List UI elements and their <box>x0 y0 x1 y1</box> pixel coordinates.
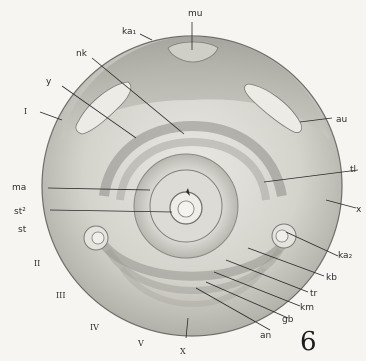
label-y: y <box>46 77 52 87</box>
label-tl: tl <box>350 165 356 175</box>
label-ii: II <box>34 259 40 268</box>
label-x-right: x <box>356 205 362 215</box>
label-ma: ma <box>12 183 26 193</box>
label-iv: IV <box>90 323 99 332</box>
label-ka1: ka₁ <box>122 27 137 37</box>
label-ka2: ka₂ <box>338 251 353 261</box>
label-km: km <box>300 303 314 313</box>
label-x-bottom: X <box>180 347 186 356</box>
label-mu: mu <box>188 9 202 19</box>
label-v: V <box>137 339 144 348</box>
label-kb: kb <box>326 273 337 283</box>
label-nk: nk <box>76 49 88 59</box>
label-au: au <box>336 115 347 125</box>
label-iii: III <box>56 291 65 300</box>
label-tr: tr <box>310 289 318 299</box>
figure-number: 6 <box>300 327 317 357</box>
label-gb: gb <box>282 315 294 325</box>
label-an: an <box>260 331 271 341</box>
label-st: st <box>18 225 27 235</box>
label-i: I <box>24 107 27 116</box>
left-spiral-core <box>92 232 104 244</box>
core-center <box>178 201 194 217</box>
label-st2: st² <box>14 207 26 217</box>
